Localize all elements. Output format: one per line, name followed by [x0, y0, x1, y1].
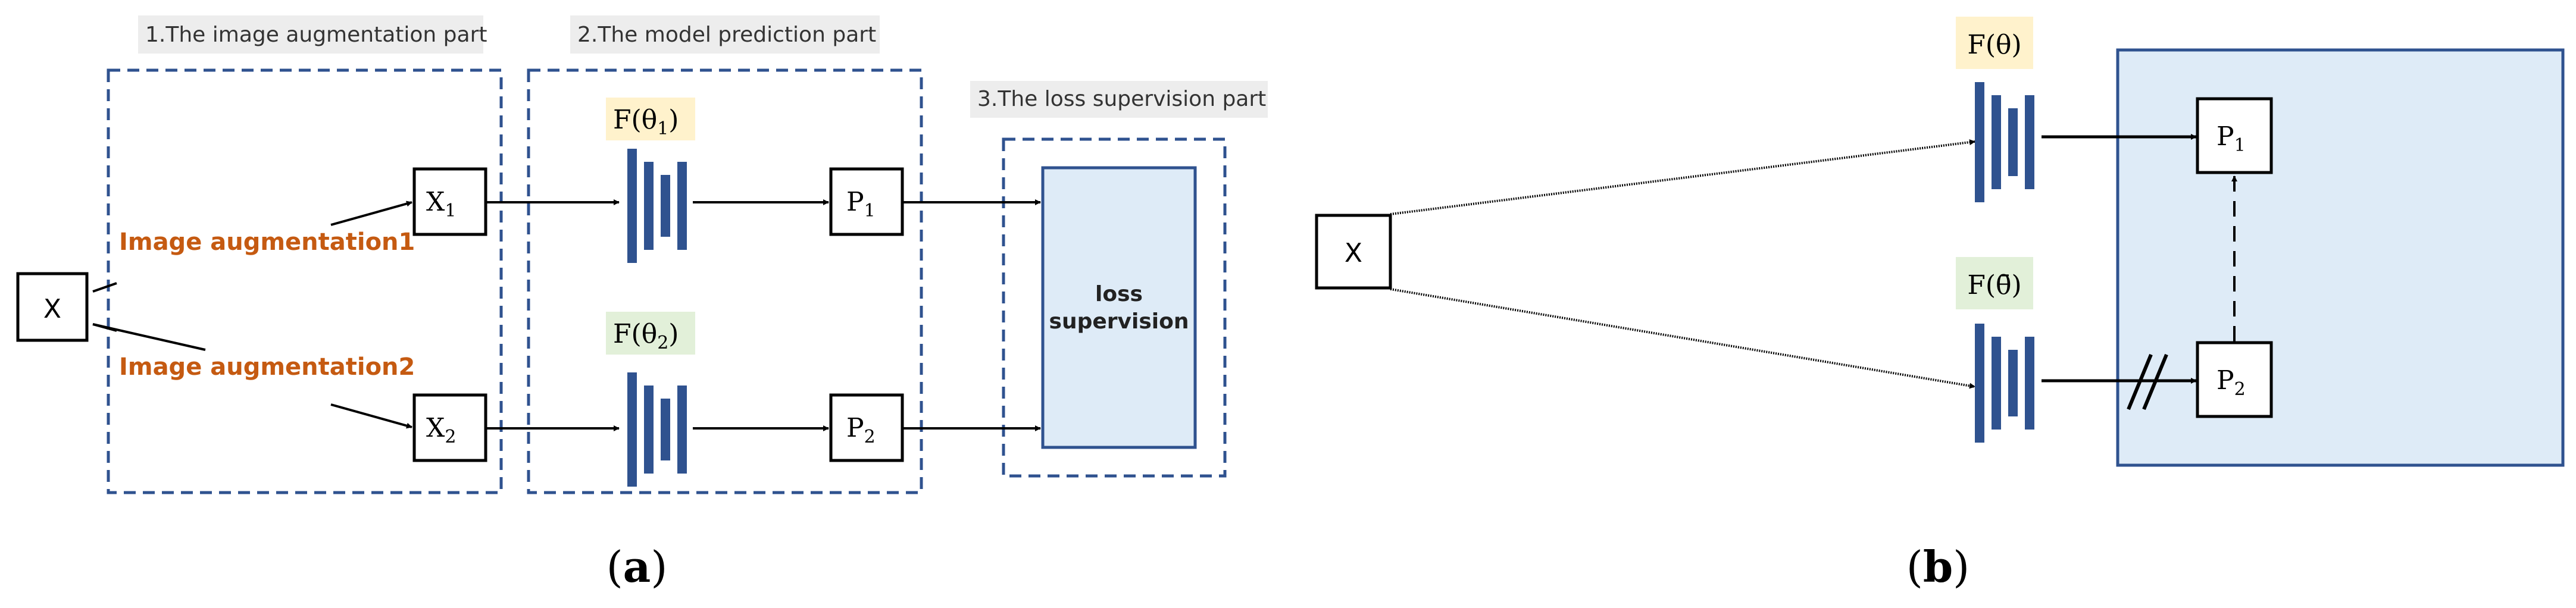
stage-label-loss-bg: [970, 81, 1268, 118]
stage-label-prediction-bg: [570, 15, 880, 54]
aug-label-2: Image augmentation2: [119, 353, 415, 381]
b-online-bar: [1992, 95, 2001, 189]
b-x-to-online-arrow: [1390, 139, 1975, 215]
net2-bar: [627, 372, 637, 487]
b-online-bar: [1975, 82, 1984, 202]
b-online-label-bg: [1956, 17, 2033, 69]
loss-label-line2: supervision: [1049, 309, 1189, 334]
prediction-part-border: [527, 68, 923, 494]
loss-label-line1: loss: [1095, 282, 1143, 306]
x-to-aug2-line-b: [92, 323, 206, 351]
input-x-box: [16, 272, 89, 342]
network-2: [627, 372, 687, 487]
b-pred-p1-box: [2196, 97, 2273, 174]
loss-supervision-box: [1041, 166, 1197, 449]
net1-bar: [627, 149, 637, 263]
pred-p2-label: P2: [846, 413, 876, 447]
b-stop-gradient-mark-1: [2127, 353, 2153, 410]
b-online-label: F(θ): [1967, 30, 2021, 60]
b-target-bar: [2025, 337, 2034, 430]
view-x2-label: X2: [426, 413, 456, 447]
b-prediction-box: [2116, 48, 2565, 467]
stage-label-augmentation: 1.The image augmentation part: [145, 23, 487, 47]
b-input-x-label: X: [1345, 238, 1362, 268]
model1-label-bg: [606, 98, 695, 140]
input-x-label: X: [43, 294, 61, 324]
stage-label-loss: 3.The loss supervision part: [977, 87, 1266, 111]
network-1: [627, 149, 687, 263]
b-network-online: [1975, 82, 2034, 202]
b-online-bar: [2025, 95, 2034, 189]
b-target-bar: [1992, 337, 2001, 430]
net1-bar: [677, 162, 687, 250]
aug2-to-x2-arrow: [330, 403, 412, 429]
model1-label: F(θ1): [613, 105, 679, 139]
b-target-bar: [2008, 350, 2018, 416]
net1-bar: [661, 175, 670, 237]
b-input-x-box: [1315, 214, 1392, 290]
b-pred-p1-label: P1: [2217, 121, 2246, 156]
panel-a: 1.The image augmentation part 2.The mode…: [16, 15, 1268, 592]
net2-bar: [677, 386, 687, 474]
b-stop-gradient-mark-2: [2142, 353, 2168, 410]
model2-label: F(θ2): [613, 319, 679, 353]
augmentation-part-border: [107, 68, 503, 494]
pred-p2-box: [829, 393, 904, 462]
stage-label-augmentation-bg: [138, 15, 483, 54]
aug1-to-x1-arrow: [330, 200, 412, 226]
caption-a: (a): [607, 541, 668, 592]
x-to-aug1-line: [92, 282, 117, 293]
caption-b: (b): [1906, 541, 1970, 592]
view-x1-label: X1: [426, 187, 456, 221]
loss-part-border: [1002, 137, 1227, 478]
net2-bar: [644, 386, 654, 474]
panel-b: X F(θ) F(θ̄): [1315, 17, 2565, 592]
b-online-bar: [2008, 108, 2018, 176]
pred-p1-label: P1: [846, 187, 876, 221]
b-network-target: [1975, 324, 2034, 443]
net2-bar: [661, 399, 670, 460]
b-x-to-target-arrow: [1390, 288, 1975, 389]
b-target-bar: [1975, 324, 1984, 443]
b-target-label: F(θ̄): [1967, 270, 2021, 300]
b-pred-p2-box: [2196, 341, 2273, 418]
net1-bar: [644, 162, 654, 250]
b-pred-p2-label: P2: [2217, 365, 2246, 400]
model2-label-bg: [606, 312, 695, 355]
b-target-label-bg: [1956, 257, 2033, 309]
aug-label-1: Image augmentation1: [119, 228, 415, 256]
stage-label-prediction: 2.The model prediction part: [577, 23, 876, 47]
